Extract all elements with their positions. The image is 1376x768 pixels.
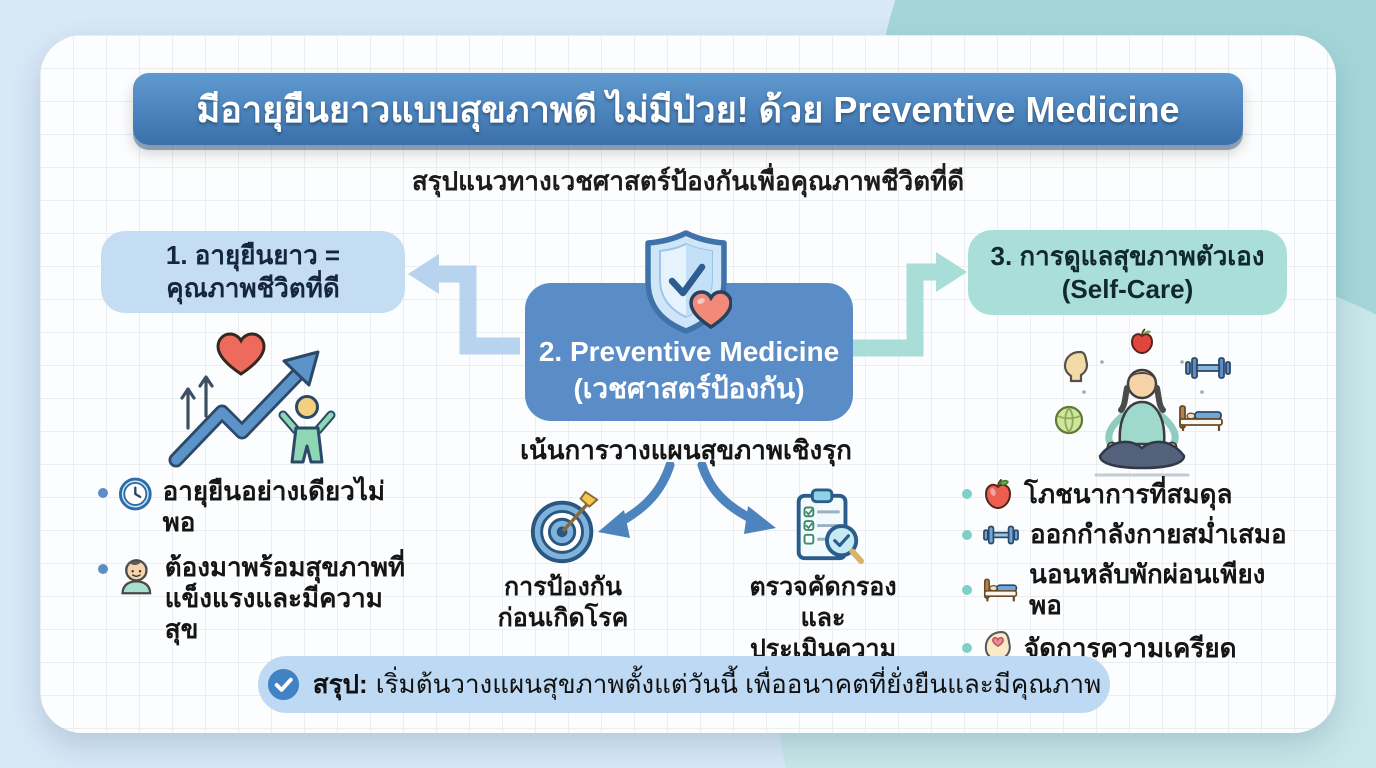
- page-title: มีอายุยืนยาวแบบสุขภาพดี ไม่มีป่วย! ด้วย …: [196, 88, 1180, 130]
- connector-arrow-left: [408, 254, 520, 355]
- apple-mini-icon: [1130, 328, 1154, 355]
- bullet-dot: [98, 488, 108, 498]
- summary-text: สรุป:เริ่มต้นวางแผนสุขภาพตั้งแต่วันนี้ เ…: [313, 664, 1102, 705]
- clock-icon: [118, 477, 152, 511]
- bullet-text: ต้องมาพร้อมสุขภาพที่ แข็งแรงและมีความสุข: [165, 552, 408, 645]
- target-dart-icon: [530, 490, 599, 564]
- bullet-text: ออกกำลังกายสม่ำเสมอ: [1030, 519, 1287, 549]
- bullet-text-line1: ต้องมาพร้อมสุขภาพที่: [164, 552, 406, 582]
- dumbbell-mini-icon: [1185, 357, 1231, 379]
- node-preventive-title-line1: 2. Preventive Medicine: [538, 336, 840, 367]
- prevention-label-line1: การป้องกัน: [504, 573, 622, 601]
- node-selfcare-title-line1: 3. การดูแลสุขภาพตัวเอง: [990, 240, 1265, 271]
- bullet-row: ออกกำลังกายสม่ำเสมอ: [962, 519, 1292, 550]
- selfcare-bullet-list: โภชนาการที่สมดุล ออกกำลังกายสม่ำเสมอ: [962, 478, 1292, 666]
- bullet-text: นอนหลับพักผ่อนเพียงพอ: [1029, 559, 1266, 620]
- screening-label-line1: ตรวจคัดกรองและ: [749, 573, 897, 632]
- bullet-dot: [962, 489, 972, 499]
- cabbage-mini-icon: [1054, 405, 1084, 435]
- dumbbell-icon: [983, 525, 1019, 544]
- bullet-dot: [98, 564, 108, 574]
- longevity-bullet-list: อายุยืนอย่างเดียวไม่พอ ต้องมาพร้อมสุขภาพ…: [98, 476, 408, 645]
- summary-banner: สรุป:เริ่มต้นวางแผนสุขภาพตั้งแต่วันนี้ เ…: [258, 656, 1110, 713]
- bullet-dot: [962, 529, 972, 540]
- longevity-growth-illustration: [168, 332, 336, 468]
- infographic-card: [40, 35, 1336, 733]
- apple-icon: [984, 479, 1012, 510]
- healthy-person-icon: [121, 559, 152, 595]
- node-selfcare-title-line2: (Self-Care): [1061, 273, 1194, 304]
- node-preventive-title-line2: (เวชศาสตร์ป้องกัน): [573, 373, 805, 404]
- bullet-dot: [962, 643, 972, 653]
- bullet-text: อายุยืนอย่างเดียวไม่พอ: [162, 476, 386, 537]
- summary-label: สรุป:: [312, 669, 368, 699]
- node-longevity: 1. อายุยืนยาว = คุณภาพชีวิตที่ดี: [101, 231, 405, 313]
- bullet-text: โภชนาการที่สมดุล: [1024, 478, 1233, 509]
- screening-checklist-icon: [796, 488, 864, 565]
- bed-icon: [983, 578, 1018, 602]
- meditating-person: [1094, 368, 1190, 477]
- bullet-dot: [962, 585, 972, 595]
- node-selfcare: 3. การดูแลสุขภาพตัวเอง (Self-Care): [968, 230, 1287, 315]
- check-circle-icon: [267, 668, 299, 701]
- bed-mini-icon: [1179, 405, 1223, 431]
- branch-arrows: [598, 462, 776, 538]
- node-longevity-title-line2: คุณภาพชีวิตที่ดี: [166, 273, 340, 303]
- prevention-label-line2: ก่อนเกิดโรค: [497, 604, 629, 632]
- page-subtitle: สรุปแนวทางเวชศาสตร์ป้องกันเพื่อคุณภาพชีว…: [411, 166, 965, 196]
- connector-arrow-right: [853, 252, 967, 357]
- shield-check-heart-icon: [645, 230, 732, 334]
- bullet-row: โภชนาการที่สมดุล: [962, 478, 1292, 510]
- bullet-text-line2: แข็งแรงและมีความสุข: [164, 583, 383, 644]
- selfcare-meditation-illustration: [1054, 328, 1231, 477]
- node-longevity-title-line1: 1. อายุยืนยาว =: [165, 240, 341, 270]
- bullet-row: นอนหลับพักผ่อนเพียงพอ: [962, 559, 1292, 621]
- summary-body: เริ่มต้นวางแผนสุขภาพตั้งแต่วันนี้ เพื่ออ…: [375, 669, 1102, 699]
- preventive-tagline: เน้นการวางแผนสุขภาพเชิงรุก: [520, 435, 852, 465]
- head-profile-mini-icon: [1063, 350, 1089, 383]
- prevention-label: การป้องกัน ก่อนเกิดโรค: [488, 572, 638, 634]
- title-banner: มีอายุยืนยาวแบบสุขภาพดี ไม่มีป่วย! ด้วย …: [133, 73, 1243, 145]
- bullet-row: ต้องมาพร้อมสุขภาพที่ แข็งแรงและมีความสุข: [98, 552, 408, 645]
- bullet-row: อายุยืนอย่างเดียวไม่พอ: [98, 476, 408, 538]
